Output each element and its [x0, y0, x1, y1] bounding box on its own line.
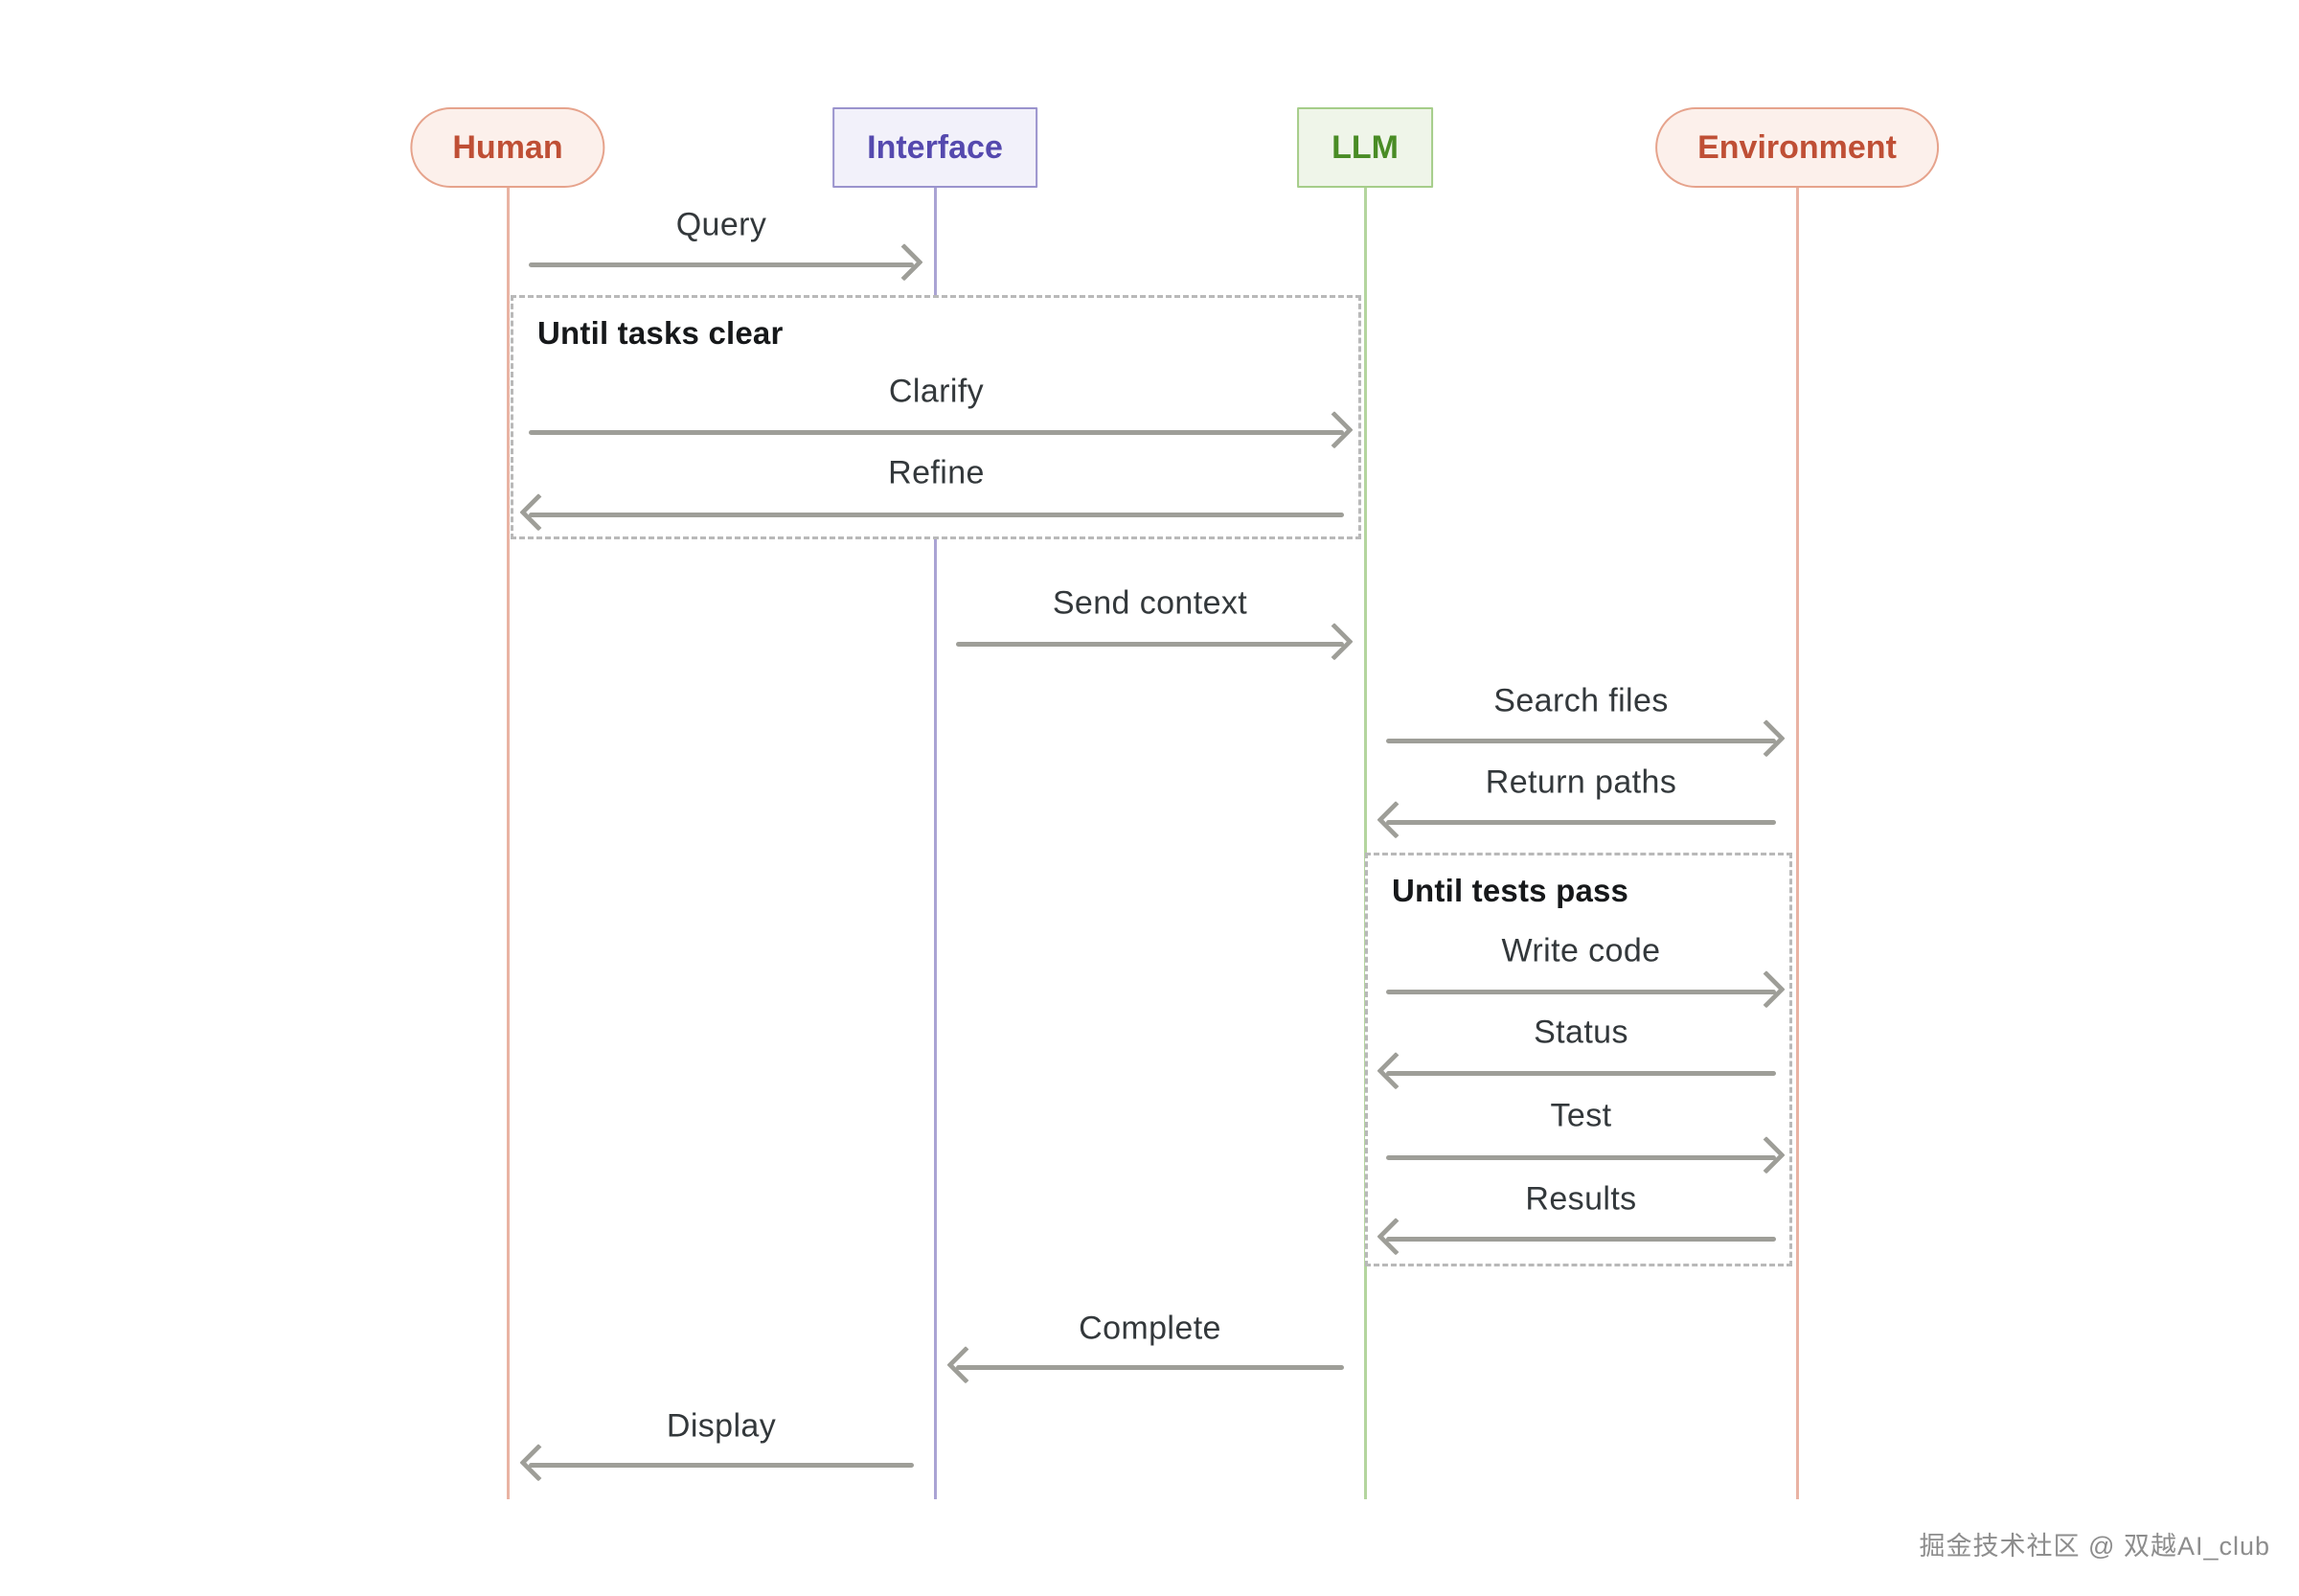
message-arrow — [529, 242, 923, 282]
message-arrow — [1377, 1217, 1776, 1256]
message-arrow — [956, 622, 1354, 661]
arrowhead-icon — [885, 242, 923, 282]
loop-label: Until tests pass — [1392, 873, 1629, 908]
message-arrow — [1386, 718, 1786, 758]
message-label: Complete — [1079, 1310, 1221, 1347]
message-label: Send context — [1052, 584, 1248, 622]
arrowhead-icon — [1747, 718, 1786, 758]
message-label: Write code — [1501, 932, 1661, 969]
message-label: Clarify — [888, 373, 985, 410]
actor-interface: Interface — [832, 107, 1037, 188]
message-label: Status — [1534, 1014, 1628, 1051]
message-label: Results — [1525, 1180, 1637, 1218]
actor-human: Human — [410, 107, 605, 188]
loop-label: Until tasks clear — [537, 315, 784, 351]
arrowhead-icon — [1315, 622, 1354, 661]
message-label: Search files — [1493, 682, 1669, 719]
message-arrow — [1386, 969, 1786, 1009]
arrowhead-icon — [946, 1345, 985, 1384]
message-label: Display — [666, 1407, 777, 1445]
message-arrow — [1377, 800, 1776, 839]
environment-lifeline — [1795, 188, 1799, 1499]
human-lifeline — [506, 188, 510, 1499]
watermark: 掘金技术社区 @ 双越AI_club — [1919, 1532, 2270, 1561]
arrowhead-icon — [519, 1443, 558, 1482]
message-arrow — [519, 1443, 914, 1482]
actor-environment: Environment — [1655, 107, 1939, 188]
message-label: Refine — [888, 454, 985, 491]
message-arrow — [946, 1345, 1344, 1384]
message-arrow — [1386, 1135, 1786, 1174]
message-label: Test — [1550, 1097, 1612, 1134]
actor-llm: LLM — [1297, 107, 1433, 188]
arrowhead-icon — [1377, 800, 1415, 839]
loop-box: Until tasks clear — [511, 295, 1361, 539]
message-label: Return paths — [1485, 764, 1677, 801]
message-label: Query — [675, 206, 767, 243]
interface-lifeline — [933, 188, 937, 1499]
message-arrow — [529, 410, 1354, 449]
message-arrow — [1377, 1051, 1776, 1090]
message-arrow — [519, 492, 1344, 532]
llm-lifeline — [1363, 188, 1367, 1499]
loop-box: Until tests pass — [1365, 853, 1792, 1266]
